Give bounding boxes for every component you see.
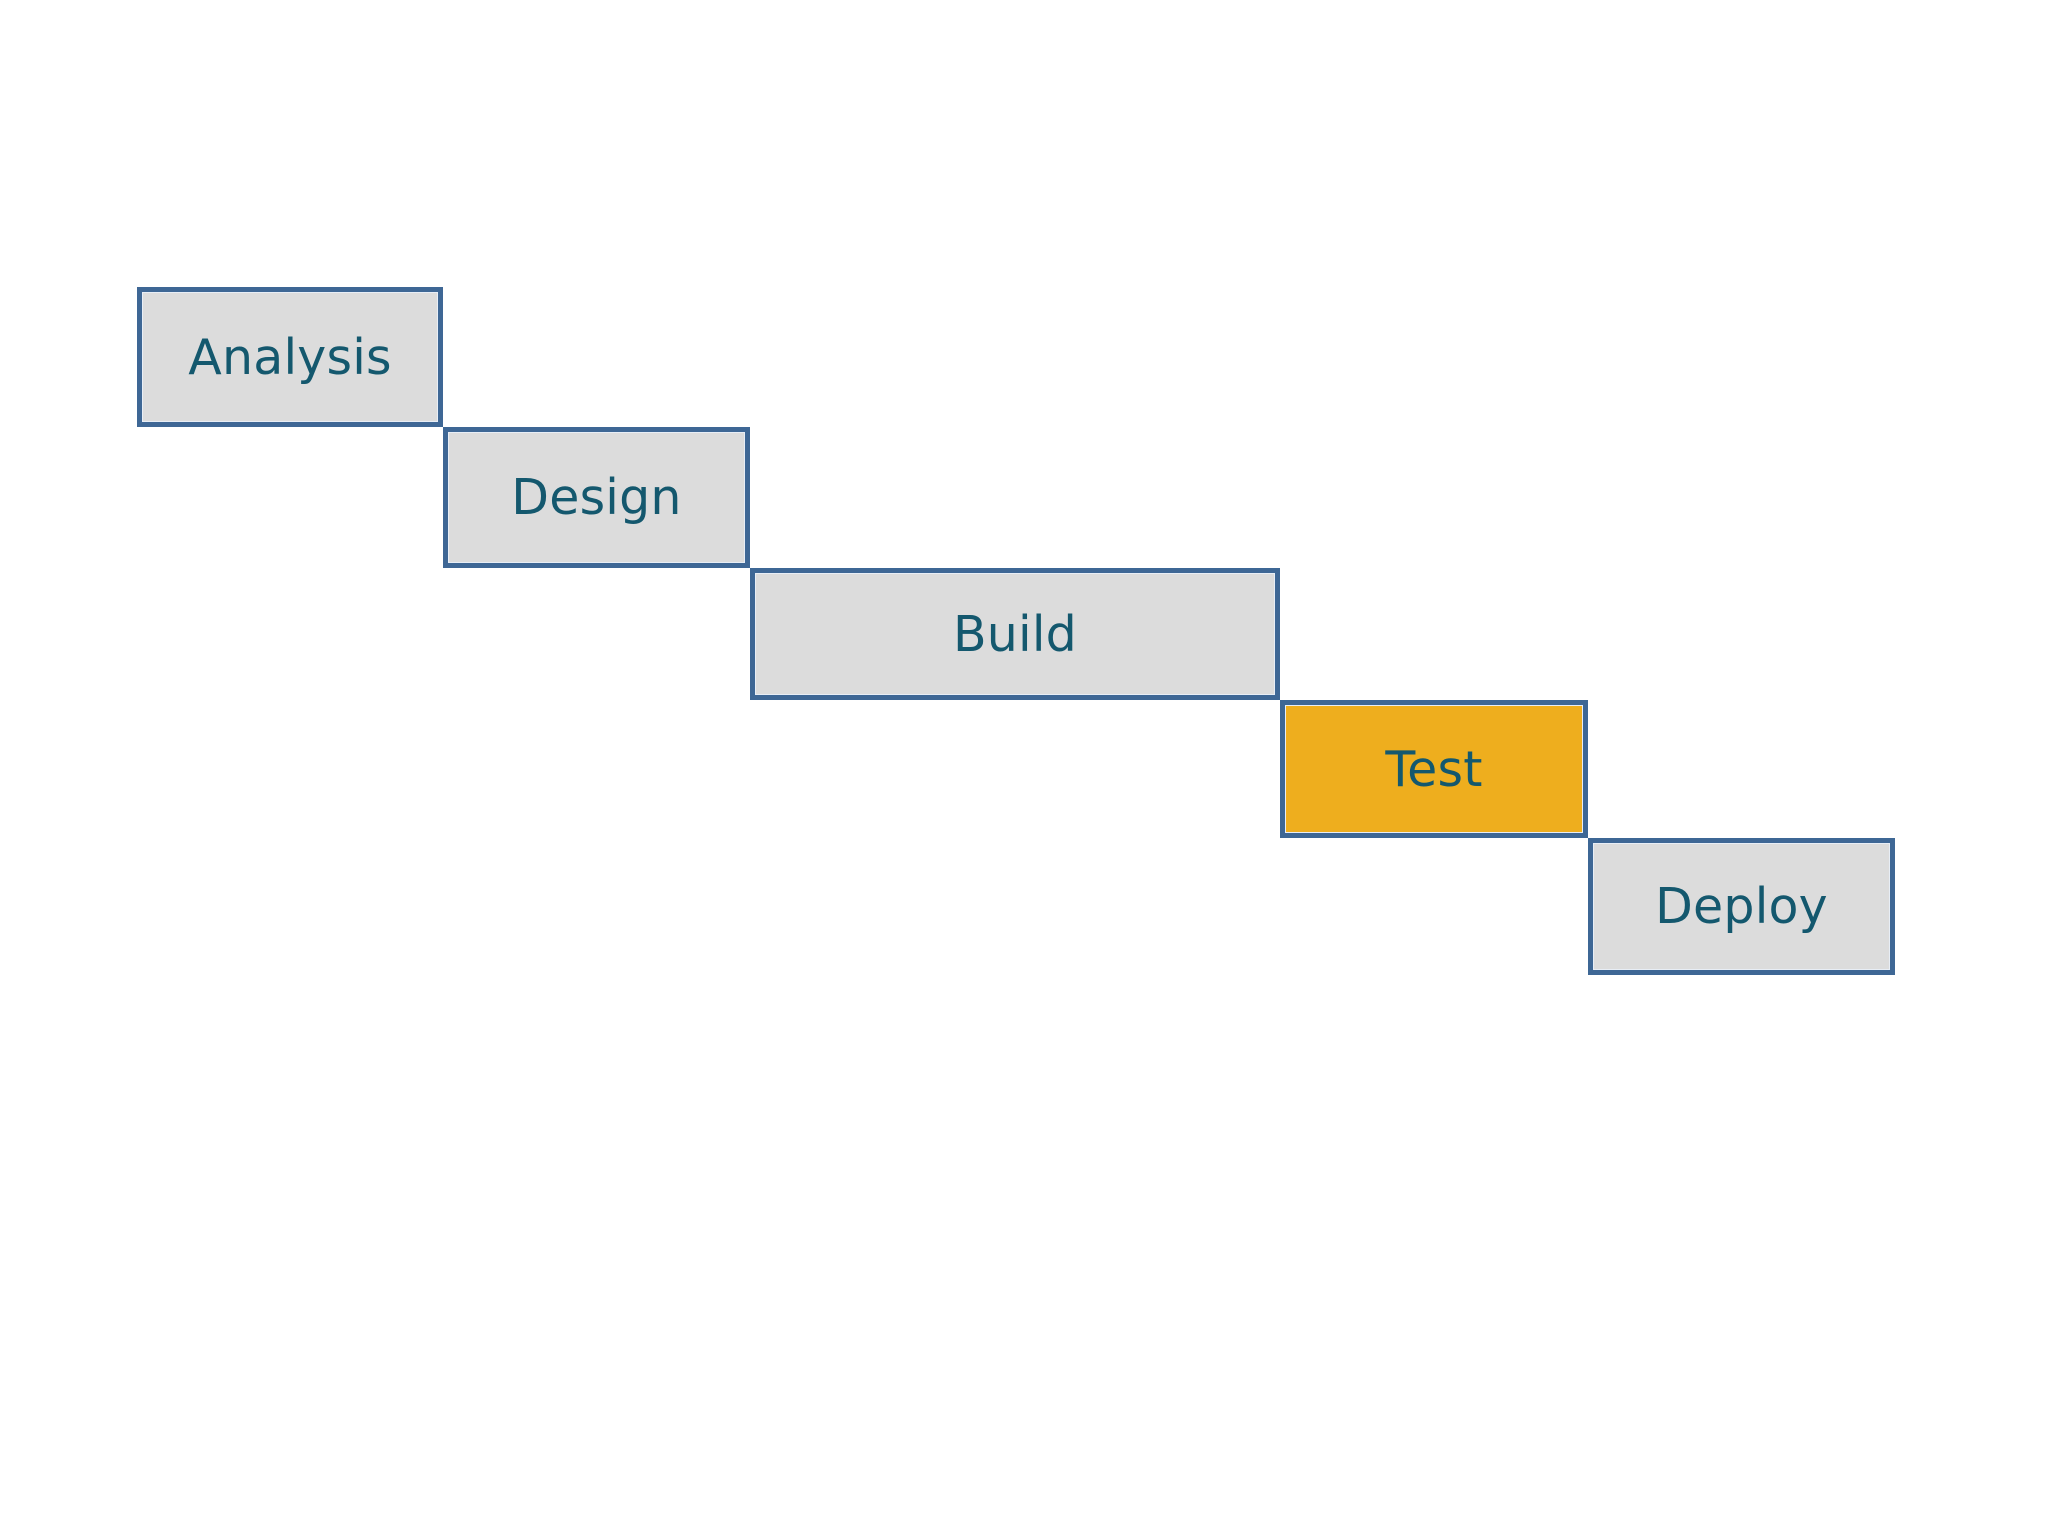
stage-label-analysis: Analysis: [188, 328, 392, 386]
stage-label-deploy: Deploy: [1655, 878, 1828, 935]
stage-box-design[interactable]: Design: [443, 427, 750, 568]
stage-label-build: Build: [952, 605, 1077, 663]
stage-box-test[interactable]: Test: [1280, 700, 1588, 838]
stage-box-build[interactable]: Build: [750, 568, 1280, 700]
stage-label-test: Test: [1385, 740, 1483, 798]
stage-box-analysis[interactable]: Analysis: [137, 287, 443, 427]
stage-box-deploy[interactable]: Deploy: [1588, 838, 1895, 975]
stage-label-design: Design: [511, 469, 682, 526]
